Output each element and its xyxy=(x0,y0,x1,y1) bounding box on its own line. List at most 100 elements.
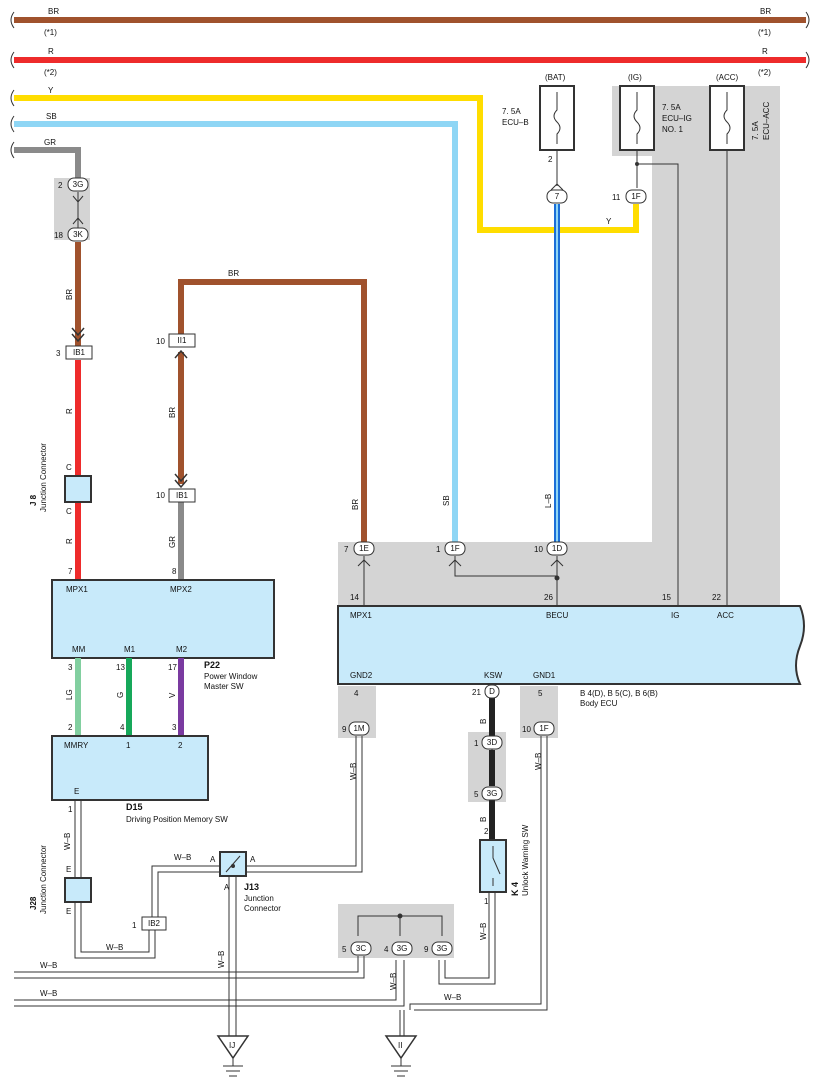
sb-wire: SB SB xyxy=(10,112,458,548)
svg-text:10: 10 xyxy=(156,491,165,500)
becu-feeds xyxy=(357,556,564,606)
connector-3g-g9: 3G xyxy=(431,941,453,956)
connector-ib1-a: IB1 xyxy=(65,345,93,360)
p22-mpx1: MPX1 xyxy=(66,585,88,594)
yellow-wire: Y Y xyxy=(10,86,639,233)
fuse-ecu-b-rating: 7. 5A xyxy=(502,107,521,116)
becu-ksw: KSW xyxy=(484,671,503,680)
wire-b-1: B xyxy=(479,719,488,724)
svg-text:D: D xyxy=(489,687,495,696)
svg-text:1M: 1M xyxy=(353,724,364,733)
fuse-ecu-ig-source: (IG) xyxy=(628,73,642,82)
svg-text:18: 18 xyxy=(54,231,63,240)
j13-id: J13 xyxy=(244,882,259,892)
fuse-ecu-acc-source: (ACC) xyxy=(716,73,739,82)
becu-mpx1: MPX1 xyxy=(350,611,372,620)
svg-text:22: 22 xyxy=(712,593,721,602)
wire-wb-10: W–B xyxy=(389,973,398,990)
j8-id: J 8 xyxy=(29,494,38,506)
svg-text:9: 9 xyxy=(424,945,429,954)
ground-ii-label: II xyxy=(398,1041,402,1050)
svg-text:5: 5 xyxy=(342,945,347,954)
fuse-ecu-ig-name2: NO. 1 xyxy=(662,125,683,134)
connector-d: D xyxy=(484,684,500,699)
k4-pin1: 1 xyxy=(484,897,489,906)
svg-text:4: 4 xyxy=(120,723,125,732)
j13-desc2: Connector xyxy=(244,904,281,913)
svg-text:3: 3 xyxy=(172,723,177,732)
wire-lg-label: LG xyxy=(65,689,74,700)
svg-text:26: 26 xyxy=(544,593,553,602)
svg-text:1F: 1F xyxy=(450,544,459,553)
p22-mpx2: MPX2 xyxy=(170,585,192,594)
wire-gr-label: GR xyxy=(44,138,56,147)
wire-br-label-2: BR xyxy=(168,407,177,418)
svg-text:1: 1 xyxy=(132,921,137,930)
d15-p1: 1 xyxy=(126,741,131,750)
j13-pin-a2: A xyxy=(250,855,256,864)
svg-text:5: 5 xyxy=(474,790,479,799)
j13-pin-a3: A xyxy=(224,883,230,892)
p22-d15-wires: LG G V xyxy=(65,658,184,736)
black-wires: B B xyxy=(479,698,495,840)
fuse-ecu-acc-name: ECU–ACC xyxy=(762,102,771,140)
svg-text:IB2: IB2 xyxy=(148,919,161,928)
fuse-ecu-ig: (IG) 7. 5A ECU–IG NO. 1 xyxy=(619,73,692,606)
svg-text:14: 14 xyxy=(350,593,359,602)
svg-text:2: 2 xyxy=(68,723,73,732)
ground-ij: IJ xyxy=(216,1035,250,1077)
ground-ii: II xyxy=(384,1035,418,1077)
fuse-ecu-b-name: ECU–B xyxy=(502,118,529,127)
rail-r-label-right: R xyxy=(762,47,768,56)
shaded-areas xyxy=(54,86,780,958)
wire-b-2: B xyxy=(479,817,488,822)
connector-3g-ksw: 3G xyxy=(481,786,503,801)
wb-labels: W–B W–B W–B W–B W–B W–B W–B W–B W–B W–B … xyxy=(40,753,543,1002)
wire-sb-label-2: SB xyxy=(442,495,451,506)
j28-pin-top: E xyxy=(66,865,71,874)
ground-ij-label: IJ xyxy=(229,1041,235,1050)
wire-wb-9: W–B xyxy=(40,989,57,998)
wire-gr-label-2: GR xyxy=(168,536,177,548)
svg-text:3: 3 xyxy=(68,663,73,672)
svg-text:3G: 3G xyxy=(397,944,408,953)
wire-wb-11: W–B xyxy=(444,993,461,1002)
svg-text:3G: 3G xyxy=(487,789,498,798)
wire-wb-2: W–B xyxy=(174,853,191,862)
rail-br-label-left: BR xyxy=(48,7,59,16)
wire-g-label: G xyxy=(116,692,125,698)
lb-wire: L–B xyxy=(544,183,564,546)
connector-1f-gnd: 1F xyxy=(533,721,555,736)
svg-text:10: 10 xyxy=(522,725,531,734)
svg-text:1F: 1F xyxy=(539,724,548,733)
connector-3g-top: 3G xyxy=(67,177,89,192)
p22-m2: M2 xyxy=(176,645,188,654)
wire-r-label-1: R xyxy=(65,408,74,414)
svg-text:5: 5 xyxy=(538,689,543,698)
svg-text:1: 1 xyxy=(474,739,479,748)
connector-ib1-b: IB1 xyxy=(168,488,196,503)
svg-text:3C: 3C xyxy=(356,944,366,953)
connector-7: 7 xyxy=(546,189,568,204)
d15-desc: Driving Position Memory SW xyxy=(126,815,228,824)
wire-v-label: V xyxy=(168,692,177,698)
svg-text:13: 13 xyxy=(116,663,125,672)
d15-id: D15 xyxy=(126,802,143,812)
svg-text:3G: 3G xyxy=(437,944,448,953)
rail-br-label-right: BR xyxy=(760,7,771,16)
k4-desc: Unlock Warning SW xyxy=(521,824,530,896)
svg-text:10: 10 xyxy=(156,337,165,346)
svg-text:9: 9 xyxy=(342,725,347,734)
svg-text:II1: II1 xyxy=(178,336,187,345)
rail-r-label-left: R xyxy=(48,47,54,56)
connector-ib2: IB2 xyxy=(141,916,167,931)
wire-wb-4: W–B xyxy=(217,951,226,968)
svg-text:7: 7 xyxy=(555,192,560,201)
fuse-ecu-ig-rating: 7. 5A xyxy=(662,103,681,112)
junction-j8: C C J 8 Junction Connector xyxy=(29,443,92,516)
wire-y-label-2: Y xyxy=(606,217,612,226)
gr-wire: GR xyxy=(10,138,81,180)
wire-y-label: Y xyxy=(48,86,54,95)
wire-r-label-2: R xyxy=(65,538,74,544)
p22-desc: Power Window xyxy=(204,672,258,681)
